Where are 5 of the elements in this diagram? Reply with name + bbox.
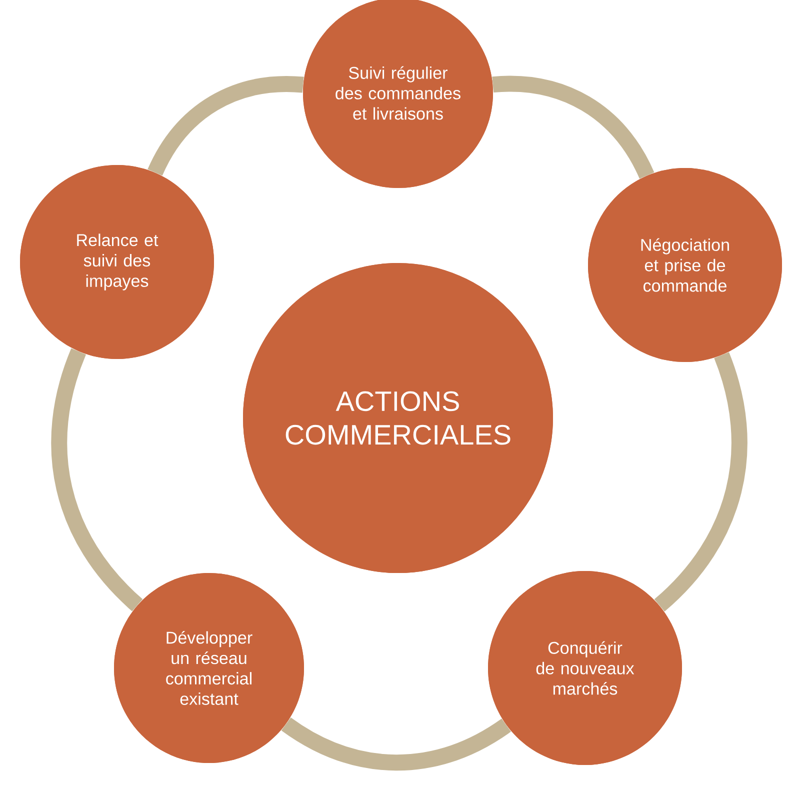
ring-arc (51, 348, 143, 611)
ring-arc (654, 352, 748, 612)
ring-arc (492, 76, 654, 180)
ring-arc (148, 76, 304, 176)
ring-arc (282, 717, 511, 771)
